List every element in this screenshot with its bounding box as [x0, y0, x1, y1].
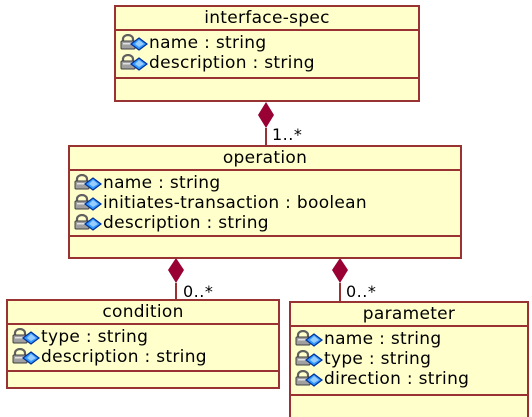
attribute-row: type : string	[11, 327, 278, 347]
attribute-icon	[294, 330, 324, 348]
attribute-icon	[119, 34, 149, 52]
attribute-compartment: name : string initiates-transaction : bo…	[70, 171, 460, 237]
attribute-icon	[294, 350, 324, 368]
attribute-row: initiates-transaction : boolean	[73, 193, 460, 213]
attribute-row: name : string	[73, 173, 460, 193]
attribute-label: initiates-transaction : boolean	[103, 193, 367, 213]
attribute-compartment: type : string description : string	[8, 325, 278, 372]
composition-diamond-operation-condition	[168, 258, 184, 283]
attribute-row: description : string	[119, 53, 418, 73]
attribute-icon	[73, 194, 103, 212]
class-name: operation	[70, 147, 460, 171]
attribute-compartment: name : string type : string direction : …	[291, 327, 527, 396]
class-name: parameter	[291, 303, 527, 327]
multiplicity-operation-parameter: 0..*	[346, 282, 377, 301]
attribute-label: name : string	[324, 329, 442, 349]
attribute-label: description : string	[103, 213, 269, 233]
attribute-row: description : string	[73, 213, 460, 233]
attribute-compartment: name : string description : string	[116, 31, 418, 79]
attribute-label: description : string	[41, 347, 207, 367]
attribute-row: direction : string	[294, 369, 527, 389]
attribute-label: direction : string	[324, 369, 470, 389]
attribute-icon	[119, 54, 149, 72]
attribute-icon	[294, 370, 324, 388]
attribute-row: name : string	[294, 329, 527, 349]
class-interface-spec[interactable]: interface-spec name : string description…	[114, 5, 420, 102]
class-name: condition	[8, 301, 278, 325]
multiplicity-interface-operation: 1..*	[272, 125, 303, 144]
attribute-icon	[73, 214, 103, 232]
attribute-label: name : string	[103, 173, 221, 193]
class-operation[interactable]: operation name : string initiates-transa…	[68, 145, 462, 259]
composition-diamond-operation-parameter	[332, 258, 348, 283]
composition-diamond-interface-spec	[258, 102, 274, 128]
attribute-label: type : string	[324, 349, 432, 369]
attribute-label: name : string	[149, 33, 267, 53]
attribute-icon	[11, 348, 41, 366]
class-parameter[interactable]: parameter name : string type : string di…	[289, 301, 529, 417]
attribute-label: type : string	[41, 327, 149, 347]
multiplicity-operation-condition: 0..*	[183, 282, 214, 301]
attribute-icon	[11, 328, 41, 346]
attribute-row: name : string	[119, 33, 418, 53]
attribute-label: description : string	[149, 53, 315, 73]
attribute-icon	[73, 174, 103, 192]
class-name: interface-spec	[116, 7, 418, 31]
class-condition[interactable]: condition type : string description : st…	[6, 299, 280, 389]
attribute-row: type : string	[294, 349, 527, 369]
attribute-row: description : string	[11, 347, 278, 367]
